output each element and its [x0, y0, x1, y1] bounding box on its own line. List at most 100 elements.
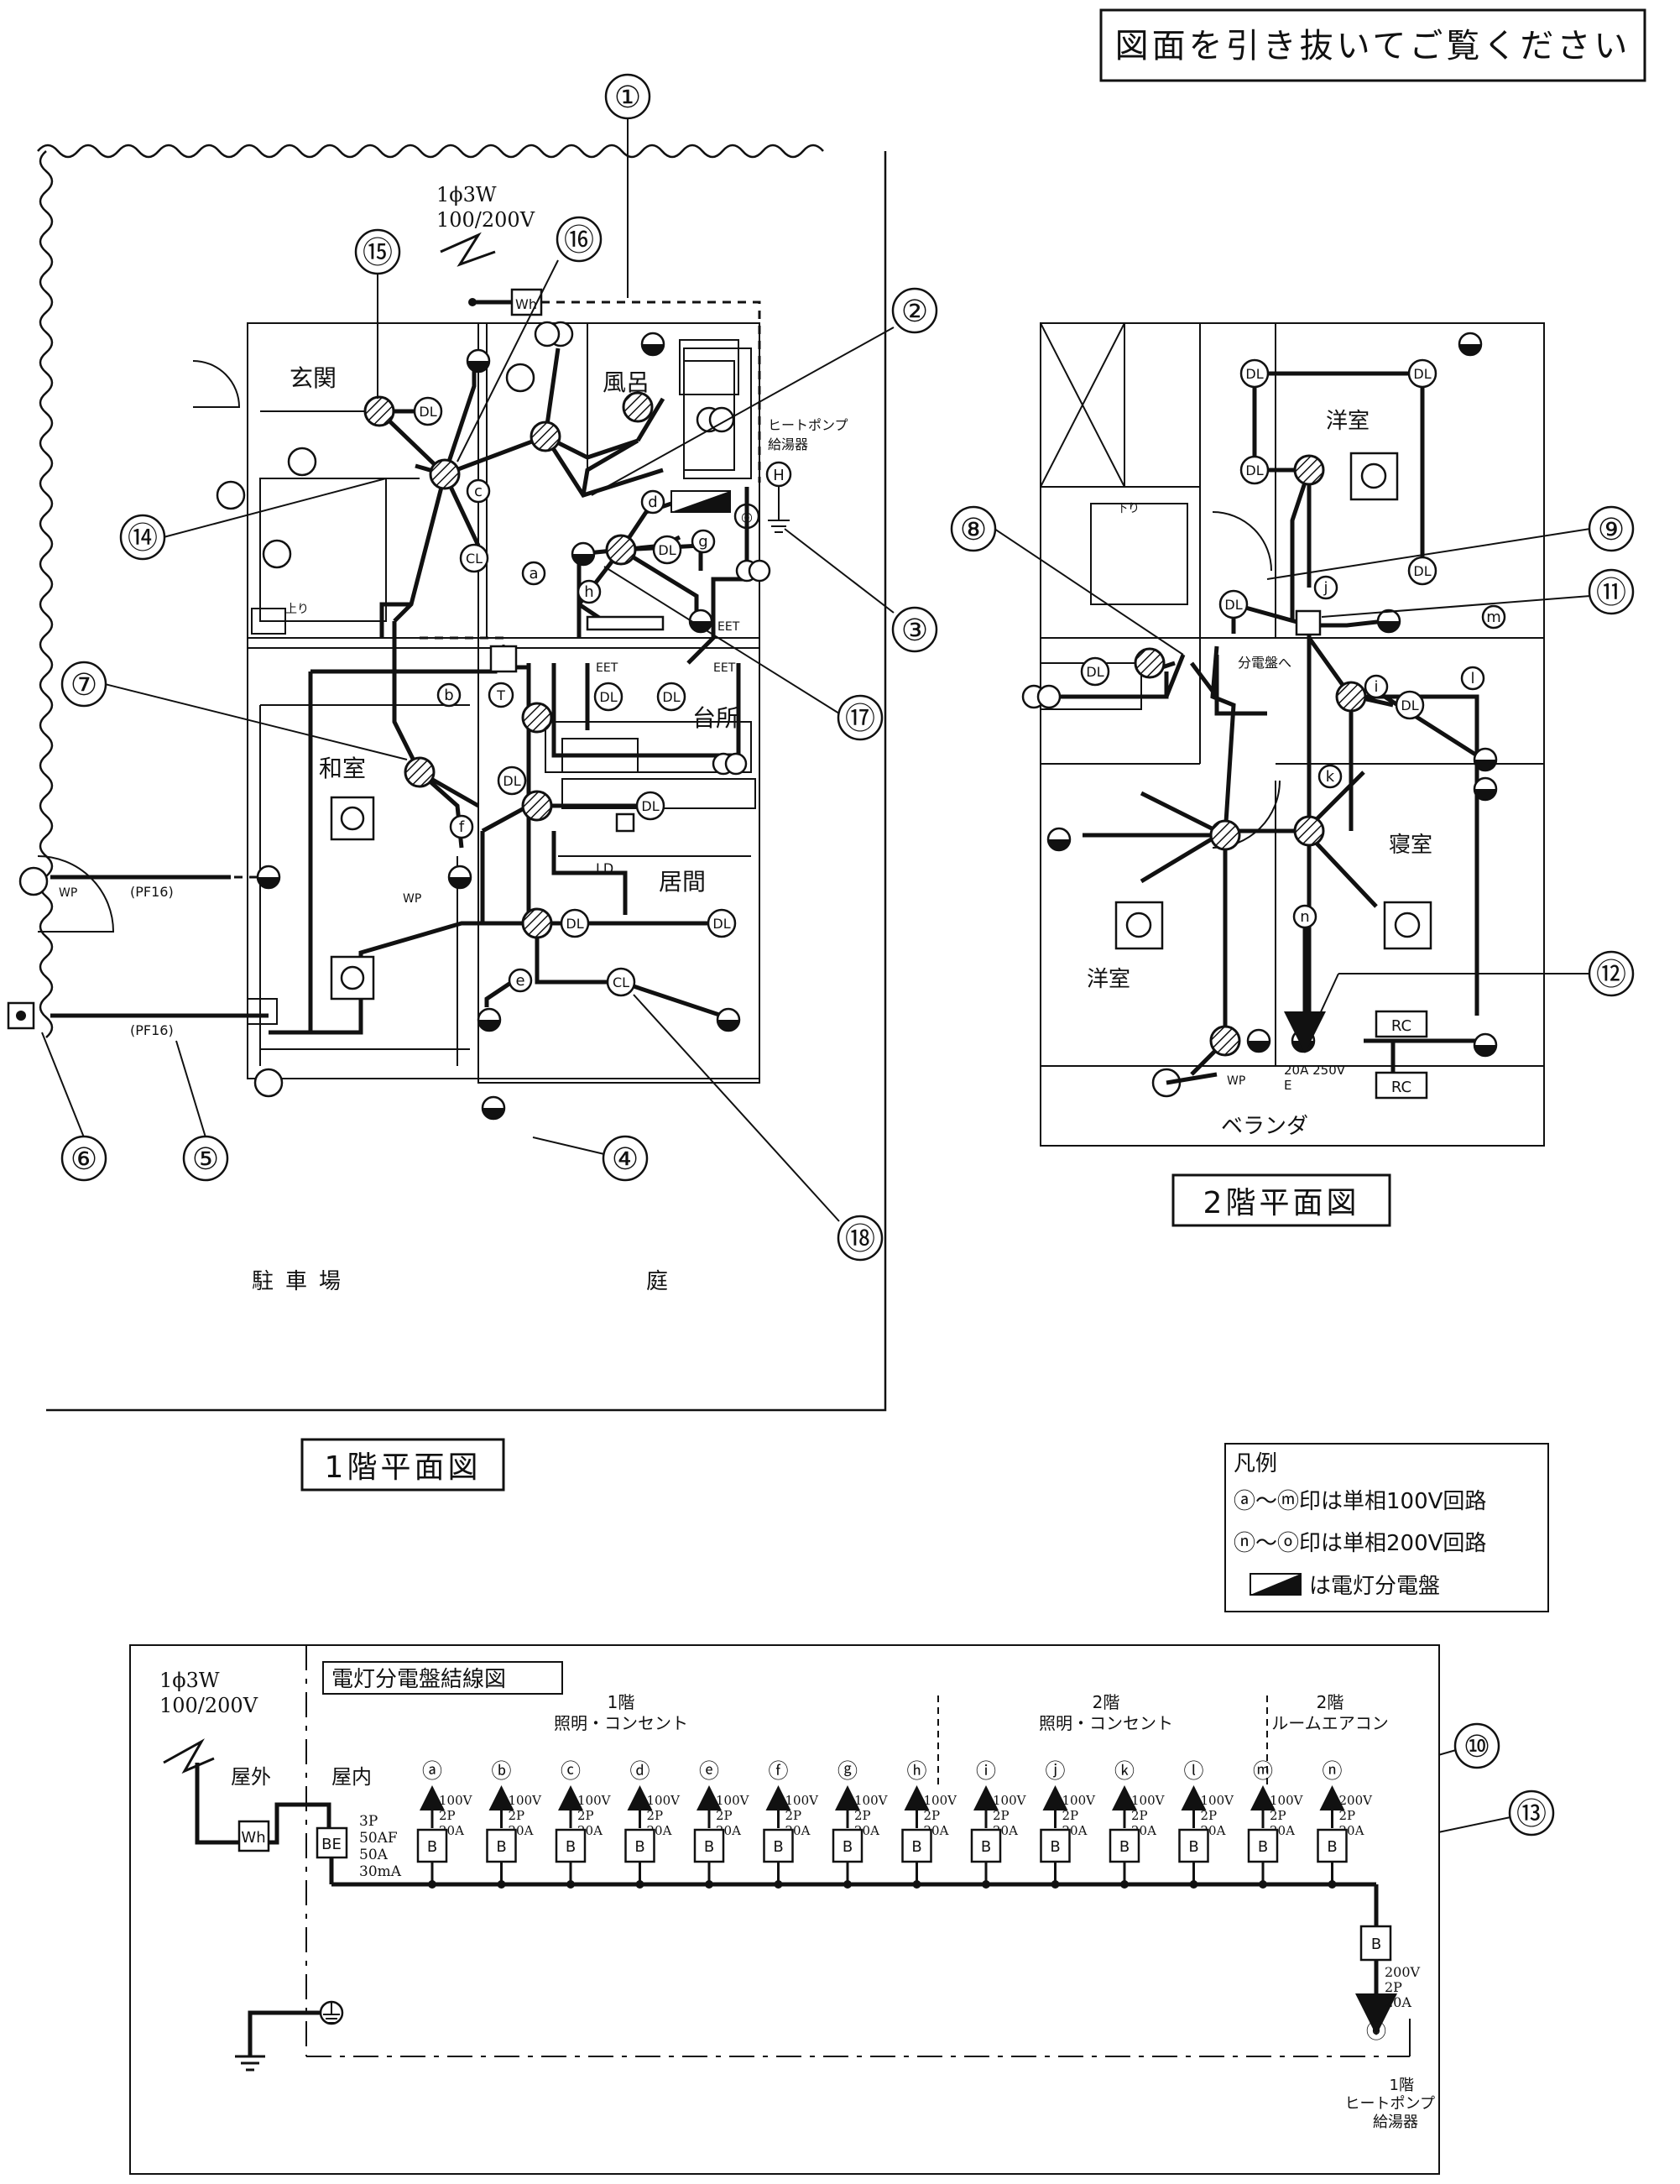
fan-liv-2	[724, 752, 748, 776]
circuit-spec-2-0: 100V	[577, 1793, 612, 1808]
breaker-label-12: B	[1258, 1838, 1268, 1856]
callout-14: ⑭	[119, 478, 387, 561]
breaker-1	[486, 1828, 517, 1863]
svg-text:a: a	[529, 565, 538, 583]
breaker-label-0: B	[427, 1838, 437, 1856]
bus-node-8	[982, 1880, 990, 1889]
f2-light-western	[1209, 819, 1241, 851]
room-bath: 風呂	[603, 368, 650, 396]
svg-text:3P: 3P	[359, 1813, 378, 1830]
breaker-label-5: B	[773, 1838, 783, 1856]
circuit-spec-2-1: 2P	[577, 1808, 594, 1823]
breaker-13	[1317, 1828, 1348, 1863]
svg-text:2階: 2階	[1093, 1692, 1120, 1712]
svg-text:DL: DL	[1413, 366, 1431, 382]
legend-title: 凡例	[1234, 1451, 1277, 1476]
f1-light-japanese	[404, 756, 436, 788]
breaker-label-13: B	[1327, 1838, 1337, 1856]
svg-text:2P: 2P	[1385, 1979, 1402, 1995]
svg-text:照明・コンセント: 照明・コンセント	[554, 1713, 688, 1733]
circuit-spec-4-0: 100V	[716, 1793, 750, 1808]
svg-text:c: c	[474, 483, 483, 500]
svg-text:下り: 下り	[1116, 502, 1140, 515]
svg-text:屋内: 屋内	[331, 1765, 372, 1789]
thermostat	[488, 682, 514, 708]
callout-8: ⑧	[950, 505, 1184, 656]
light-fu	[253, 1068, 284, 1098]
circuit-spec-6-1: 2P	[854, 1808, 871, 1823]
room-japanese: 和室	[319, 755, 366, 782]
circuit-spec-3-1: 2P	[647, 1808, 664, 1823]
f2-dl-nu	[1218, 589, 1249, 619]
svg-text:DL: DL	[712, 916, 730, 932]
panel-diagram: 電灯分電盤結線図 1ϕ3W 100/200V 屋外 屋内 Wh BE 3P 50…	[129, 1644, 1440, 2175]
svg-text:DL: DL	[1224, 597, 1242, 613]
svg-text:EET: EET	[713, 661, 736, 675]
circuit-spec-13-1: 2P	[1339, 1808, 1356, 1823]
notice-text: 図面を引き抜いてご覧ください	[1115, 27, 1631, 65]
svg-text:分電盤へ: 分電盤へ	[1238, 655, 1291, 671]
circuit-spec-1-0: 100V	[509, 1793, 543, 1808]
svg-text:⑧: ⑧	[960, 513, 987, 547]
ld-box	[615, 812, 635, 833]
svg-text:WP: WP	[1227, 1074, 1245, 1088]
callout-17: ⑰	[603, 566, 884, 741]
svg-text:50A: 50A	[359, 1847, 389, 1863]
breaker-12	[1247, 1828, 1279, 1863]
svg-text:g: g	[698, 533, 707, 551]
circuit-id-1: ⓑ	[492, 1759, 512, 1783]
svg-text:Wh: Wh	[241, 1829, 265, 1847]
f2-dl-ha-1	[1239, 358, 1270, 389]
svg-text:給湯器: 給湯器	[1373, 2113, 1418, 2131]
breaker-4	[693, 1828, 725, 1863]
circuit-id-6: ⓖ	[837, 1759, 858, 1783]
bus-node-12	[1259, 1880, 1267, 1889]
f2-fan-ni-2	[1036, 684, 1062, 709]
svg-text:⑦: ⑦	[70, 668, 97, 703]
callout-3: ③	[784, 528, 938, 653]
dl-a-2	[656, 682, 686, 712]
svg-text:m: m	[1486, 609, 1501, 626]
callout-5: ⑤	[175, 1040, 229, 1182]
room-western-north: 洋室	[1326, 409, 1370, 434]
svg-text:RC: RC	[1391, 1017, 1411, 1035]
callout-9: ⑨	[1266, 505, 1635, 580]
svg-text:1階: 1階	[608, 1692, 635, 1712]
circuit-id-0: ⓐ	[422, 1759, 442, 1783]
svg-text:⑥: ⑥	[70, 1142, 97, 1177]
dl-ta	[652, 535, 682, 565]
callout-6: ⑥	[41, 1032, 107, 1182]
svg-text:上り: 上り	[285, 603, 309, 616]
dl-i-1	[497, 765, 527, 796]
circuit-spec-13-0: 200V	[1339, 1793, 1374, 1808]
area-garden: 庭	[646, 1269, 668, 1294]
circuit-id-7: ⓗ	[907, 1759, 927, 1783]
breaker-0	[416, 1828, 448, 1863]
callout-4: ④	[532, 1135, 649, 1182]
svg-text:ヒートポンプ: ヒートポンプ	[1345, 2095, 1435, 2113]
svg-text:f: f	[459, 818, 465, 836]
light-si	[505, 363, 535, 393]
callout-16: ⑯	[457, 216, 603, 462]
dl-e-1	[560, 908, 590, 938]
f2-dl-ne	[1395, 690, 1425, 720]
circuit-spec-8-1: 2P	[993, 1808, 1010, 1823]
svg-text:DL: DL	[1401, 698, 1418, 713]
svg-text:②: ②	[901, 295, 928, 329]
cl-o	[606, 967, 636, 997]
circuit-id-2: ⓒ	[561, 1759, 581, 1783]
bus-node-3	[635, 1880, 644, 1889]
svg-text:B: B	[1371, 1936, 1381, 1953]
circuit-spec-1-1: 2P	[509, 1808, 525, 1823]
svg-text:20A: 20A	[1385, 1994, 1411, 2010]
bus-node-2	[566, 1880, 575, 1889]
circuit-spec-10-0: 100V	[1131, 1793, 1166, 1808]
breaker-label-10: B	[1119, 1838, 1130, 1856]
breaker-label-4: B	[704, 1838, 714, 1856]
svg-text:⑭: ⑭	[128, 521, 158, 556]
callout-15: ⑮	[354, 228, 401, 399]
notice-box: 図面を引き抜いてご覧ください	[1099, 8, 1646, 82]
svg-text:給湯器: 給湯器	[768, 436, 808, 452]
f2-light-veranda	[1209, 1025, 1241, 1057]
